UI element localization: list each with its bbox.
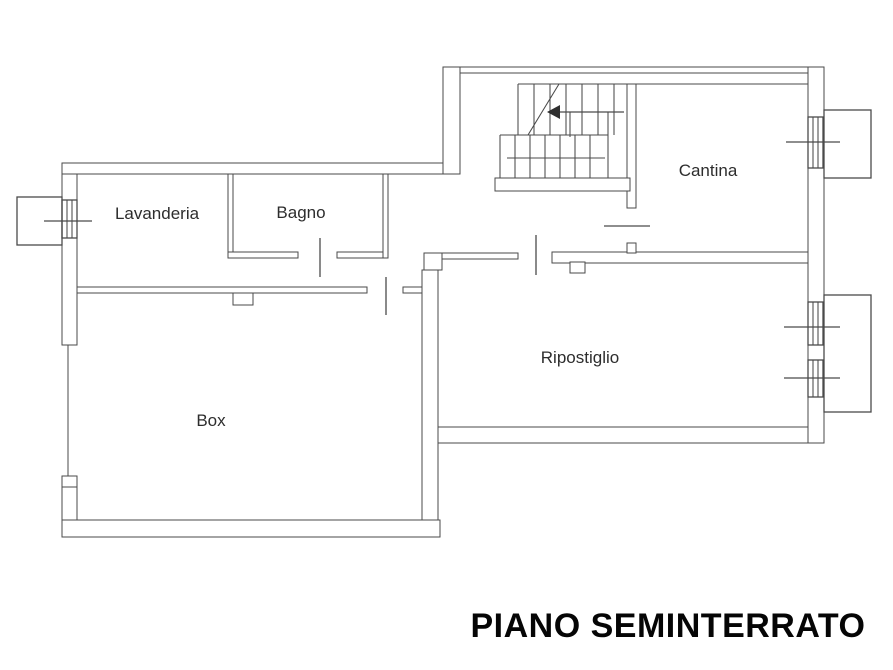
wall-pillar — [61, 475, 78, 488]
room-label-bagno: Bagno — [276, 203, 325, 222]
window-icon — [61, 199, 78, 239]
wall-segment — [427, 426, 823, 444]
wall-pilaster — [569, 261, 586, 274]
window-cantina-east — [786, 109, 872, 179]
window-ripostiglio-east-upper — [784, 294, 872, 413]
window-icon — [807, 301, 824, 346]
wall-segment — [494, 177, 631, 192]
wall-segment — [382, 173, 389, 259]
wall-segment — [626, 83, 637, 209]
wall-segment — [807, 66, 825, 118]
room-label-ripostiglio: Ripostiglio — [541, 348, 619, 367]
wall-segment — [551, 251, 809, 264]
wall-segment — [442, 66, 825, 74]
stair-break-line — [527, 83, 560, 136]
room-labels: Lavanderia Bagno Cantina Ripostiglio Box — [115, 161, 738, 430]
lightwell-box — [823, 294, 872, 413]
wall-segment — [61, 162, 444, 175]
room-label-cantina: Cantina — [679, 161, 738, 180]
wall-pilaster — [626, 242, 637, 254]
wall-segment — [227, 173, 234, 259]
wall-segment — [76, 286, 368, 294]
wall-segment — [807, 396, 825, 444]
wall-segment — [807, 167, 825, 303]
staircase — [499, 83, 627, 178]
wall-segment — [442, 66, 461, 175]
wall-segment — [336, 251, 389, 259]
exterior-walls — [61, 66, 825, 538]
window-ripostiglio-east-lower — [784, 359, 840, 398]
wall-pilaster — [232, 292, 254, 306]
window-west — [16, 196, 92, 246]
wall-segment — [402, 286, 424, 294]
lightwell-box — [823, 109, 872, 179]
page-title: PIANO SEMINTERRATO — [471, 607, 866, 645]
stair-arrow-icon — [547, 105, 560, 119]
wall-junction-block — [423, 252, 443, 271]
wall-segment — [441, 252, 519, 260]
wall-segment — [807, 344, 825, 361]
wall-segment — [61, 237, 78, 346]
door-openings — [319, 225, 650, 315]
room-label-lavanderia: Lavanderia — [115, 204, 200, 223]
wall-segment — [61, 519, 441, 538]
wall-segment — [421, 269, 439, 521]
wall-segment — [227, 251, 299, 259]
room-label-box: Box — [196, 411, 226, 430]
wall-segment — [61, 173, 78, 201]
interior-walls — [76, 83, 809, 521]
